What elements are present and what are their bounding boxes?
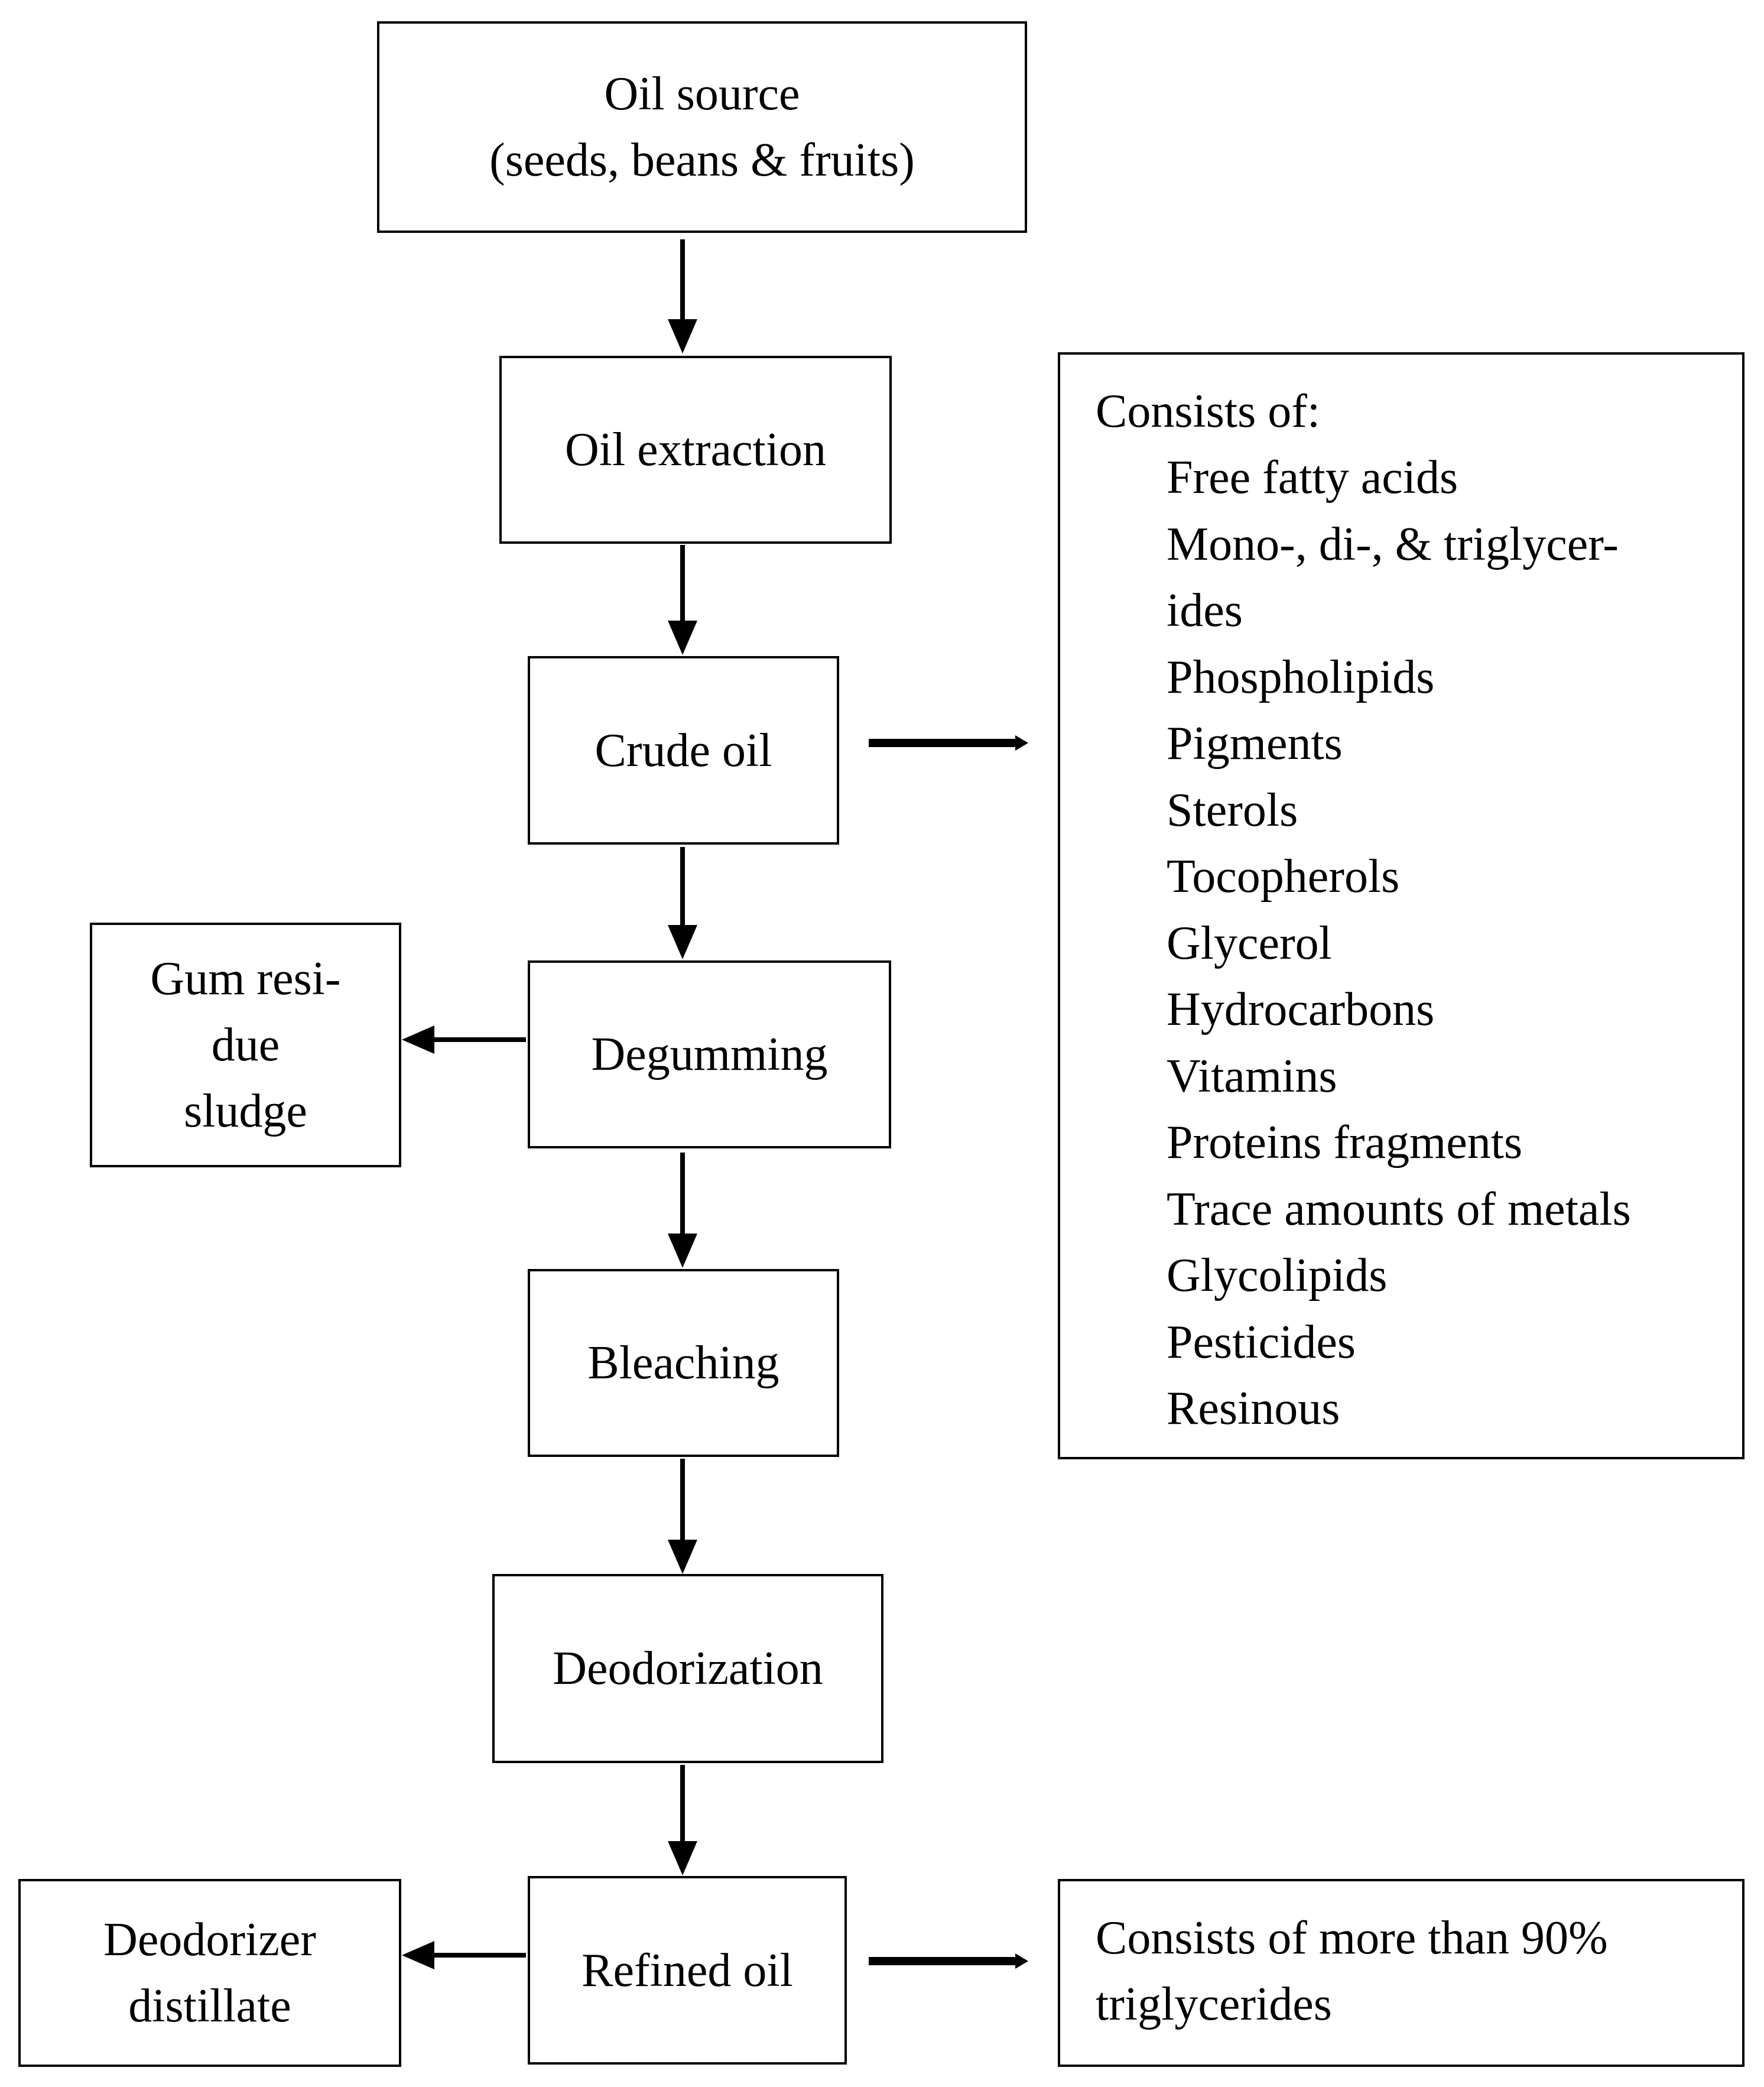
degumming-box: Degumming [528,960,891,1148]
crude-oil-label: Crude oil [595,724,772,777]
arrowhead [668,621,697,655]
bleaching-label: Bleaching [587,1337,779,1389]
gum-residue-box: Gum resi- due sludge [90,923,401,1167]
oil-source-label: Oil source [604,68,800,120]
oil-source-box: Oil source (seeds, beans & fruits) [377,21,1027,233]
arrowhead [668,1234,697,1268]
deodorization-box: Deodorization [492,1574,883,1763]
arrowhead [1015,735,1028,751]
arrowhead [668,1841,697,1875]
oil-extraction-label: Oil extraction [564,424,827,476]
list-item: Pesticides [1167,1316,1356,1368]
list-item: Vitamins [1167,1050,1337,1102]
list-item: Resinous [1167,1382,1340,1434]
degumming-label: Degumming [591,1028,828,1080]
arrowhead [668,1540,697,1574]
composition-heading: Consists of: [1096,385,1321,437]
list-item: Sterols [1167,784,1298,836]
oil-extraction-box: Oil extraction [499,356,892,544]
list-item: Hydrocarbons [1167,984,1435,1036]
crude-oil-box: Crude oil [528,656,839,845]
refined-composition-text: Consists of more than 90% triglycerides [1096,1905,1722,2037]
list-item: Phospholipids [1167,651,1435,703]
crude-composition-box: Consists of: Free fatty acids Mono-, di-… [1058,352,1744,1459]
refined-oil-label: Refined oil [581,1944,793,1997]
list-item: Free fatty acids [1167,452,1458,504]
refined-composition-box: Consists of more than 90% triglycerides [1058,1879,1744,2067]
list-item: Trace amounts of metals [1167,1183,1631,1235]
list-item: Pigments [1167,718,1343,770]
refined-composition-line-1: Consists of more than 90% [1096,1912,1608,1964]
gum-residue-line-1: Gum resi- [150,953,341,1005]
gum-residue-line-2: due [211,1019,280,1071]
arrowhead [402,1941,434,1969]
distillate-line-1: Deodorizer [103,1914,316,1966]
list-item: Proteins fragments [1167,1116,1523,1169]
list-item: Glycolipids [1167,1249,1388,1301]
arrowhead [668,319,697,353]
arrowhead [1015,1953,1028,1969]
gum-residue-line-3: sludge [184,1085,307,1137]
list-item: Glycerol [1167,917,1332,969]
list-item: Tocopherols [1167,851,1400,903]
deodorizer-distillate-box: Deodorizer distillate [18,1879,401,2067]
refined-composition-line-2: triglycerides [1096,1978,1332,2030]
arrowhead [402,1025,434,1054]
distillate-line-2: distillate [128,1980,291,2032]
deodorization-label: Deodorization [553,1643,823,1695]
oil-source-sublabel: (seeds, beans & fruits) [489,134,915,186]
arrowhead [668,925,697,959]
composition-list: Free fatty acids Mono-, di-, & triglycer… [1167,444,1631,1442]
bleaching-box: Bleaching [528,1269,839,1457]
list-item: ides [1167,585,1243,637]
list-item: Mono-, di-, & triglycer- [1167,518,1619,570]
refined-oil-box: Refined oil [528,1876,847,2065]
